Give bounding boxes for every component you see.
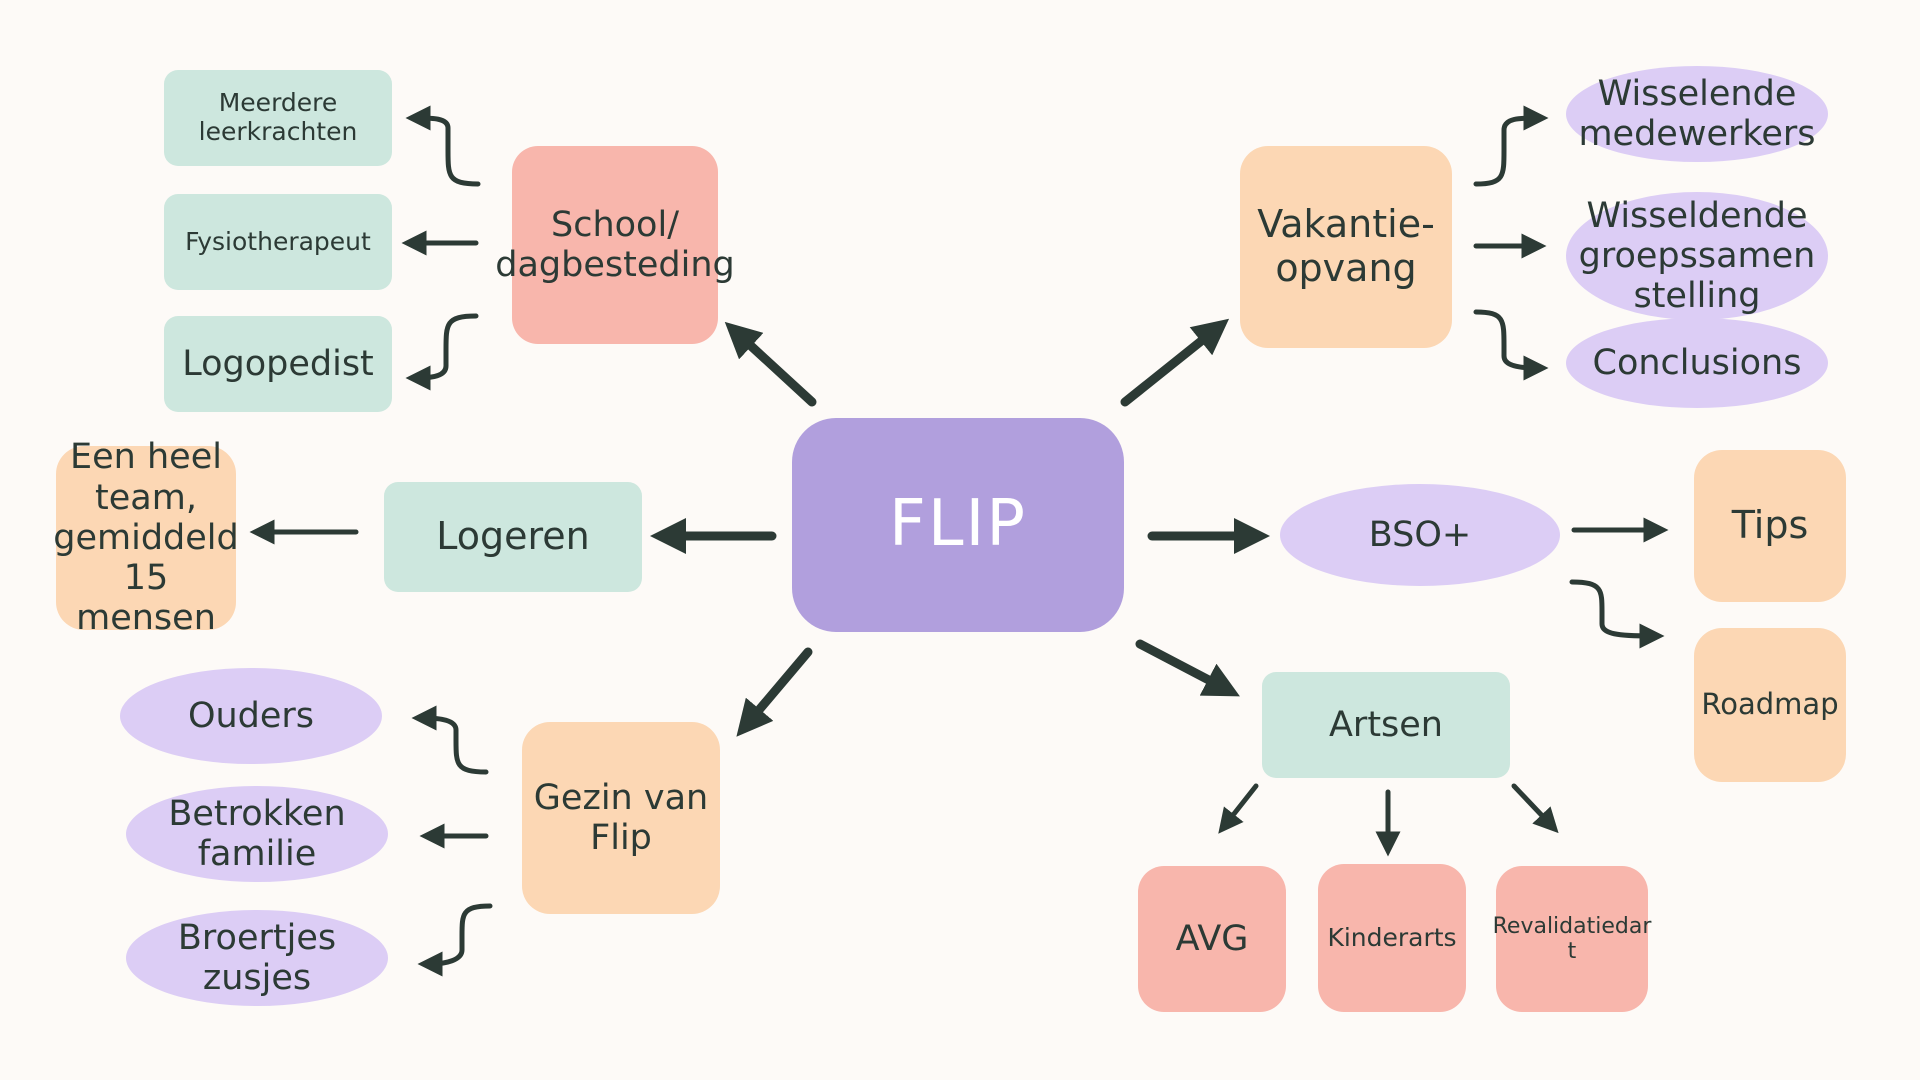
vakantie-label: Vakantie- opvang (1257, 202, 1435, 290)
arrow-center-artsen (1135, 639, 1240, 697)
node-school-dagbesteding: School/ dagbesteding (495, 146, 735, 344)
node-logeren: Logeren (384, 482, 642, 592)
arrow-school-logopedist (405, 313, 479, 391)
node-ouders: Ouders (120, 668, 382, 764)
node-kinderarts: Kinderarts (1318, 864, 1466, 1012)
arrow-vakantie-conclusions (1473, 309, 1549, 381)
arrow-center-gezin (736, 647, 813, 737)
arrow-vakantie-wisselende (1473, 105, 1549, 187)
node-logopedist: Logopedist (164, 316, 392, 412)
arrow-center-vakantie (1120, 318, 1230, 407)
node-gezin-van-flip: Gezin van Flip (522, 722, 720, 914)
arrow-school-meerdere (405, 105, 481, 187)
arrow-gezin-ouders (411, 705, 489, 775)
node-fysiotherapeut: Fysiotherapeut (164, 194, 392, 290)
school-label: School/ dagbesteding (495, 204, 735, 285)
node-avg: AVG (1138, 866, 1286, 1012)
node-een-heel-team: Een heel team, gemiddeld 15 mensen (53, 437, 239, 639)
node-revalidatiedart: Revalidatiedar t (1493, 866, 1651, 1012)
node-betrokken-familie: Betrokken familie (126, 786, 388, 882)
node-meerdere-leerkrachten: Meerdere leerkrachten (164, 70, 392, 166)
node-wisseldende-groepssamenstelling: Wisseldende groepssamen stelling (1566, 192, 1828, 320)
arrow-gezin-broertjes (417, 903, 493, 977)
artsen-label: Artsen (1328, 704, 1443, 745)
node-vakantie-opvang: Vakantie- opvang (1240, 146, 1452, 348)
logeren-label: Logeren (436, 514, 590, 559)
arrow-artsen-avg (1218, 783, 1259, 834)
node-roadmap: Roadmap (1694, 628, 1846, 782)
arrow-center-school (724, 321, 817, 407)
node-bso-plus: BSO+ (1280, 484, 1560, 586)
bso-label: BSO+ (1368, 514, 1472, 555)
center-node-flip: FLIP (792, 418, 1124, 632)
center-label: FLIP (889, 487, 1027, 562)
arrow-bso-roadmap (1569, 579, 1665, 649)
node-wisselende-medewerkers: Wisselende medewerkers (1566, 66, 1828, 162)
node-conclusions: Conclusions (1566, 318, 1828, 408)
arrow-artsen-revalidatie (1511, 783, 1559, 834)
gezin-label: Gezin van Flip (533, 777, 709, 858)
node-broertjes-zusjes: Broertjes zusjes (126, 910, 388, 1006)
node-artsen: Artsen (1262, 672, 1510, 778)
node-tips: Tips (1694, 450, 1846, 602)
